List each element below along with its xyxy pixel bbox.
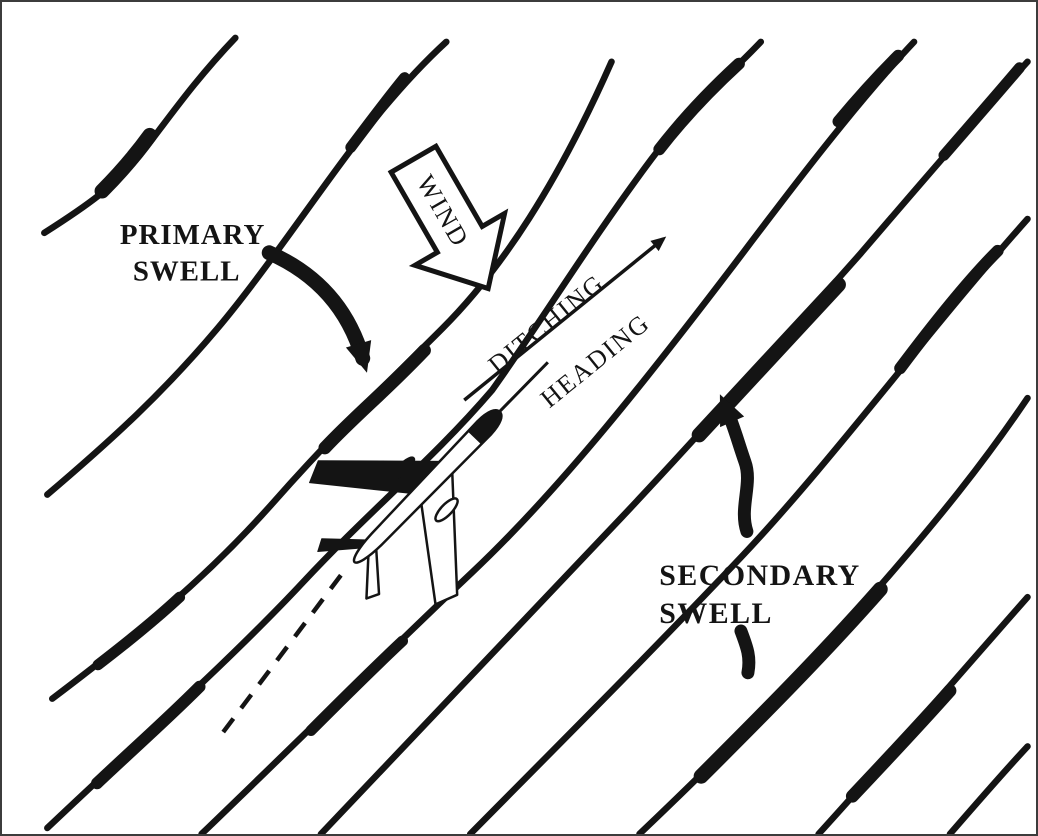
airplane-right-stabilizer bbox=[365, 545, 381, 600]
swell-line-thick-segment bbox=[832, 49, 905, 128]
swell-line-thick-segment bbox=[691, 277, 846, 443]
secondary-swell-label: SECONDARY SWELL bbox=[659, 559, 860, 630]
secondary-swell-label-line1: SECONDARY bbox=[659, 559, 860, 592]
swell-line bbox=[946, 743, 1031, 834]
swell-line-thick-segment bbox=[345, 72, 411, 153]
primary-swell-arrow-icon bbox=[261, 245, 372, 373]
primary-swell-label: PRIMARY SWELL bbox=[120, 219, 265, 288]
swell-line-thick-segment bbox=[693, 581, 888, 784]
swell-line-thick-segment bbox=[845, 684, 957, 803]
primary-swell-label-line2: SWELL bbox=[133, 256, 241, 288]
secondary-swell-arrow-tail-icon bbox=[734, 624, 756, 680]
airplane-left-wing bbox=[309, 460, 443, 495]
primary-swell-label-line1: PRIMARY bbox=[120, 219, 265, 251]
swell-line bbox=[41, 34, 239, 237]
heading-arrow-icon bbox=[463, 236, 667, 402]
airplane-right-engine bbox=[434, 497, 459, 523]
swell-line-thick-segment bbox=[318, 343, 431, 455]
swell-line bbox=[44, 38, 450, 498]
airplane-icon bbox=[309, 409, 503, 606]
swell-line bbox=[44, 38, 765, 832]
swell-line-thick-segment bbox=[91, 680, 206, 790]
wind-arrow-icon: WIND bbox=[387, 142, 509, 292]
secondary-swell-label-line2: SWELL bbox=[659, 597, 773, 630]
swell-line-thick-segment bbox=[92, 591, 186, 671]
secondary-swell-arrow-icon bbox=[719, 394, 754, 538]
airplane-left-engine bbox=[391, 456, 416, 481]
swell-line-thick-segment bbox=[94, 127, 158, 199]
swell-line-thick-segment bbox=[653, 57, 745, 156]
heading-axis-line bbox=[499, 361, 549, 413]
dashed-flight-path bbox=[213, 573, 343, 744]
swell-lines bbox=[41, 34, 1031, 834]
swell-line-thick-segment bbox=[938, 62, 1026, 161]
swell-line-thick-segment bbox=[894, 244, 1004, 375]
airplane-nose bbox=[467, 409, 502, 445]
swell-line bbox=[198, 38, 918, 834]
swell-line-thick-segment bbox=[305, 635, 409, 736]
